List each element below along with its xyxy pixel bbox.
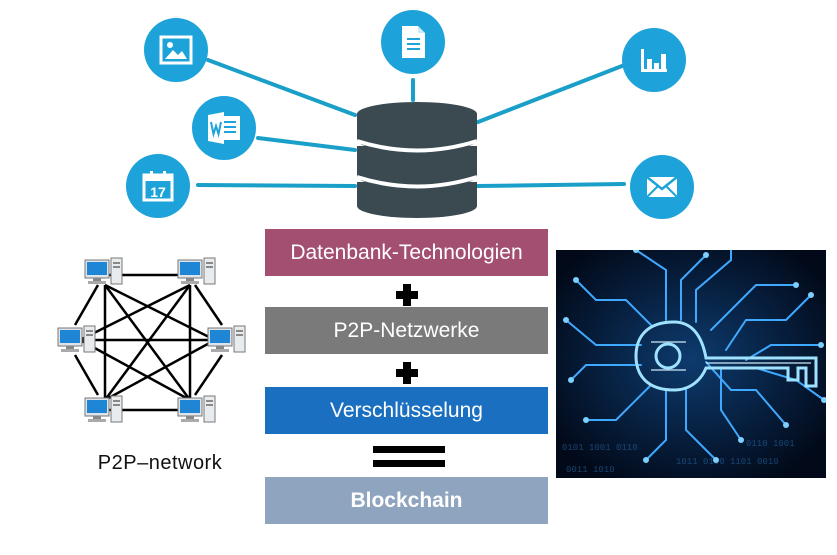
database-icon (356, 102, 478, 218)
calendar-icon: 17 (126, 154, 190, 218)
p2p-networks-bar: P2P-Netzwerke (265, 307, 548, 354)
equals-icon (373, 446, 445, 468)
svg-text:0011 1010: 0011 1010 (566, 465, 615, 475)
p2p-network-diagram (57, 257, 246, 423)
word-icon (192, 96, 256, 160)
svg-text:1011 0100 1101 0010: 1011 0100 1101 0010 (676, 457, 779, 467)
plus-icon (396, 284, 418, 306)
document-icon (381, 10, 445, 74)
svg-text:0110 1001: 0110 1001 (746, 439, 795, 449)
svg-text:0101 1001 0110: 0101 1001 0110 (562, 443, 638, 453)
mail-icon (630, 155, 694, 219)
p2p-network-label: P2P–network (97, 452, 223, 474)
calendar-day-text: 17 (150, 184, 166, 200)
plus-icon (396, 362, 418, 384)
chart-icon (622, 28, 686, 92)
encryption-bar: Verschlüsselung (265, 387, 548, 434)
image-icon (144, 18, 208, 82)
database-technologies-bar: Datenbank-Technologien (265, 229, 548, 276)
blockchain-bar: Blockchain (265, 477, 548, 524)
circuit-key-image: 0101 1001 0110 1011 0100 1101 0010 0011 … (556, 250, 826, 478)
